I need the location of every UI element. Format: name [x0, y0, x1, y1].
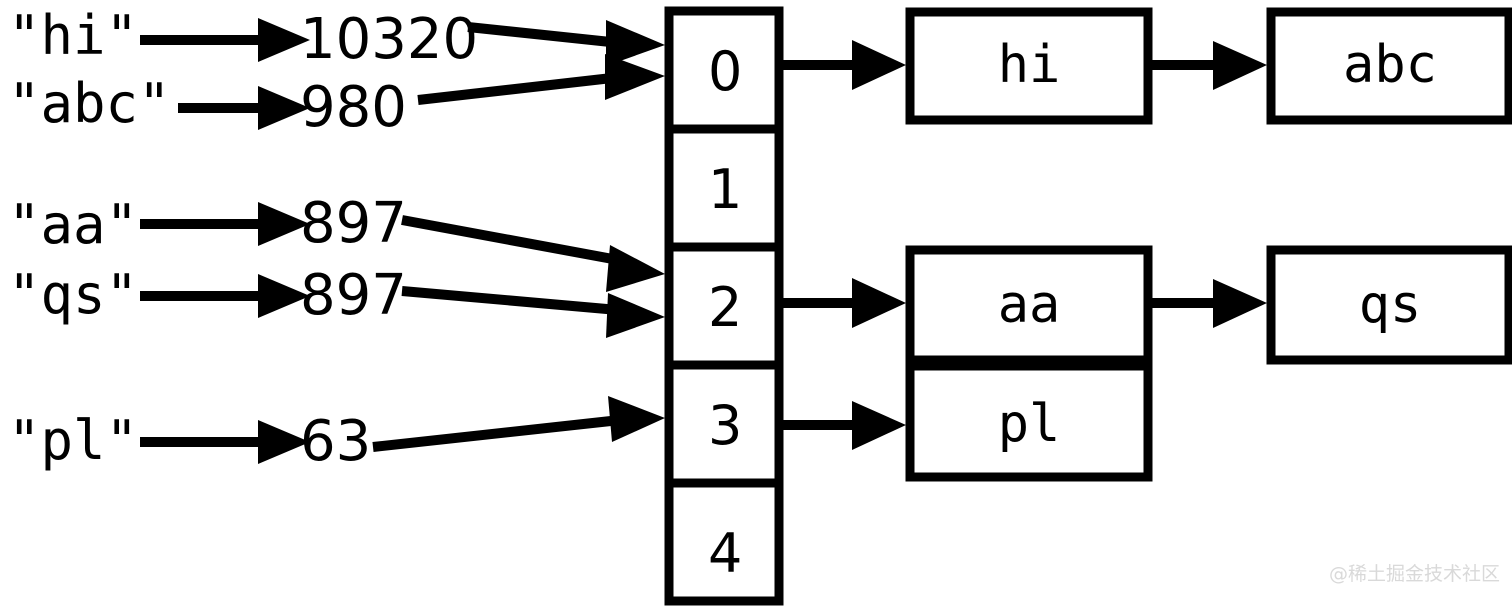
hash-value-qs: 897 [300, 263, 407, 328]
bucket-index-1: 1 [708, 158, 742, 221]
hash-value-hi: 10320 [300, 7, 478, 72]
arrow-key-hi-to-hash [140, 18, 310, 62]
arrow-key-qs-to-hash [140, 274, 310, 318]
key-label-pl: "pl" [8, 409, 138, 472]
arrow-hi-to-abc [1213, 41, 1267, 90]
bucket-index-0: 0 [708, 40, 742, 103]
key-label-aa: "aa" [8, 193, 138, 256]
node-label-qs: qs [1359, 275, 1422, 335]
arrow-hash-hi-to-bucket-0 [467, 20, 665, 66]
watermark: @稀土掘金技术社区 [1329, 563, 1500, 585]
node-box-abc[interactable] [1266, 7, 1512, 125]
arrow-hash-qs-to-bucket-2 [401, 286, 665, 338]
arrow-key-pl-to-hash [140, 420, 310, 464]
node-label-aa: aa [998, 275, 1061, 335]
chain-bucket-0: hi abc [905, 7, 1512, 125]
arrow-hash-aa-to-bucket-2 [401, 215, 665, 292]
arrow-hash-abc-to-bucket-0 [417, 54, 665, 105]
arrow-key-aa-to-hash [140, 202, 310, 246]
bucket-array: 0 1 2 3 4 [664, 6, 784, 606]
key-label-qs: "qs" [8, 263, 138, 326]
arrow-key-abc-to-hash [178, 86, 310, 130]
chain-bucket-2: aa qs [905, 245, 1512, 365]
key-label-hi: "hi" [8, 4, 138, 67]
bucket-cell-2[interactable] [664, 242, 784, 370]
node-box-pl[interactable] [905, 361, 1153, 482]
hash-value-pl: 63 [300, 409, 371, 474]
bucket-index-4: 4 [708, 522, 742, 585]
node-box-aa[interactable] [905, 245, 1153, 365]
arrow-aa-to-qs [1213, 279, 1267, 328]
node-label-hi: hi [998, 35, 1061, 95]
arrow-bucket-3-to-node-pl [783, 401, 906, 450]
bucket-index-3: 3 [708, 394, 742, 457]
node-box-qs[interactable] [1266, 245, 1512, 365]
arrow-hash-pl-to-bucket-3 [372, 396, 665, 452]
arrow-bucket-0-to-node-hi [783, 40, 906, 90]
key-label-abc: "abc" [8, 72, 171, 135]
hash-value-abc: 980 [300, 75, 407, 140]
bucket-index-2: 2 [708, 276, 742, 339]
node-label-pl: pl [998, 394, 1061, 454]
hash-value-aa: 897 [300, 191, 407, 256]
chain-bucket-3: pl [905, 361, 1153, 482]
node-box-hi[interactable] [905, 7, 1153, 125]
node-label-abc: abc [1343, 35, 1437, 95]
bucket-cell-4[interactable] [664, 478, 784, 606]
bucket-cell-0[interactable] [664, 6, 784, 134]
arrow-bucket-2-to-node-aa [783, 278, 906, 328]
bucket-cell-3[interactable] [664, 360, 784, 488]
